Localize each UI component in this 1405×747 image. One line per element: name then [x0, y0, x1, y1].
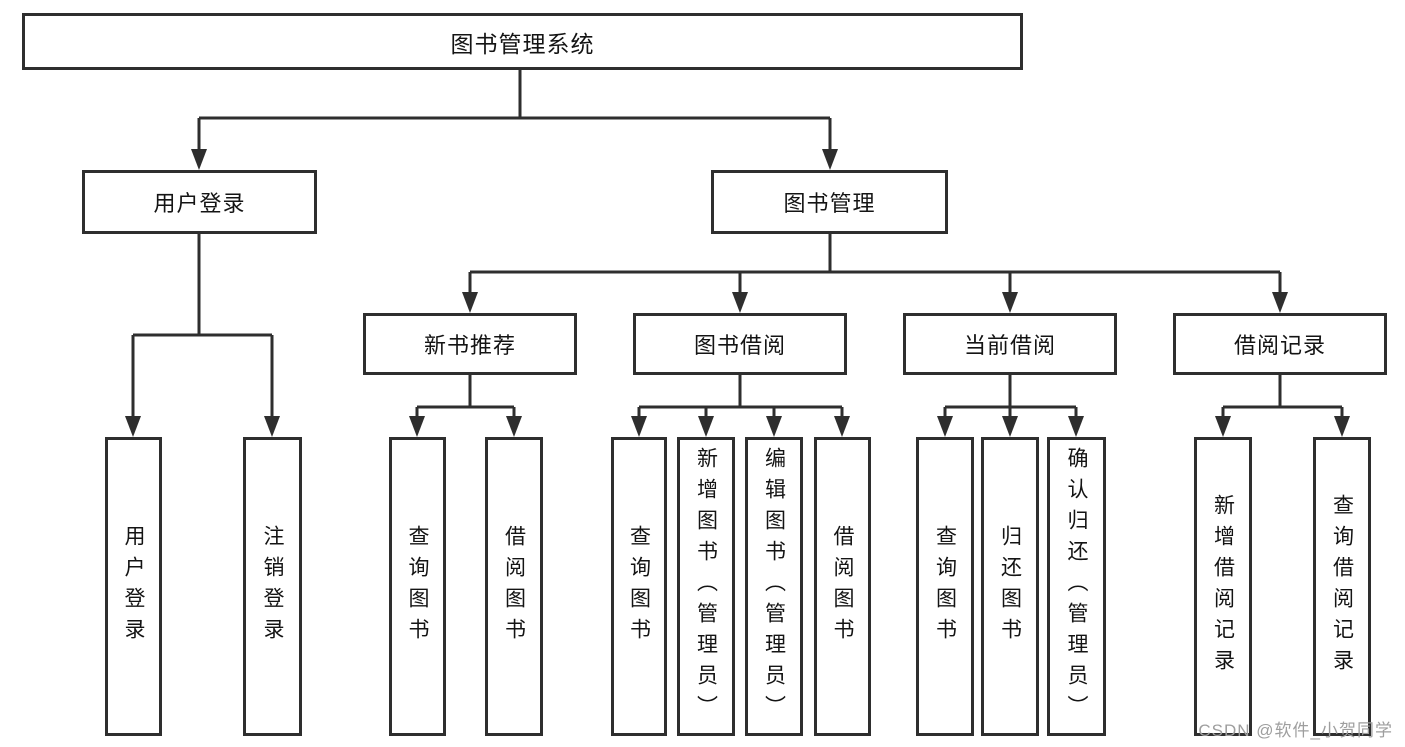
leaf-add-borrow-record: 新增借阅记录	[1194, 437, 1252, 736]
leaf-query-books-3: 查询图书	[916, 437, 974, 736]
node-new-book-recommend: 新书推荐	[363, 313, 577, 375]
leaf-query-books-2: 查询图书	[611, 437, 667, 736]
leaf-query-borrow-record: 查询借阅记录	[1313, 437, 1371, 736]
node-user-login: 用户登录	[82, 170, 317, 234]
node-book-management: 图书管理	[711, 170, 948, 234]
node-current-borrow: 当前借阅	[903, 313, 1117, 375]
node-root-library-system: 图书管理系统	[22, 13, 1023, 70]
csdn-watermark: CSDN @软件_小贺同学	[1198, 721, 1393, 740]
leaf-user-login: 用户登录	[105, 437, 162, 736]
node-borrow-records: 借阅记录	[1173, 313, 1387, 375]
leaf-logout: 注销登录	[243, 437, 302, 736]
leaf-add-books-admin: 新增图书（管理员）	[677, 437, 735, 736]
leaf-edit-books-admin: 编辑图书（管理员）	[745, 437, 803, 736]
leaf-borrow-books-2: 借阅图书	[814, 437, 871, 736]
leaf-borrow-books-1: 借阅图书	[485, 437, 543, 736]
node-book-borrow: 图书借阅	[633, 313, 847, 375]
leaf-confirm-return-admin: 确认归还（管理员）	[1047, 437, 1106, 736]
leaf-return-books: 归还图书	[981, 437, 1039, 736]
leaf-query-books-1: 查询图书	[389, 437, 446, 736]
